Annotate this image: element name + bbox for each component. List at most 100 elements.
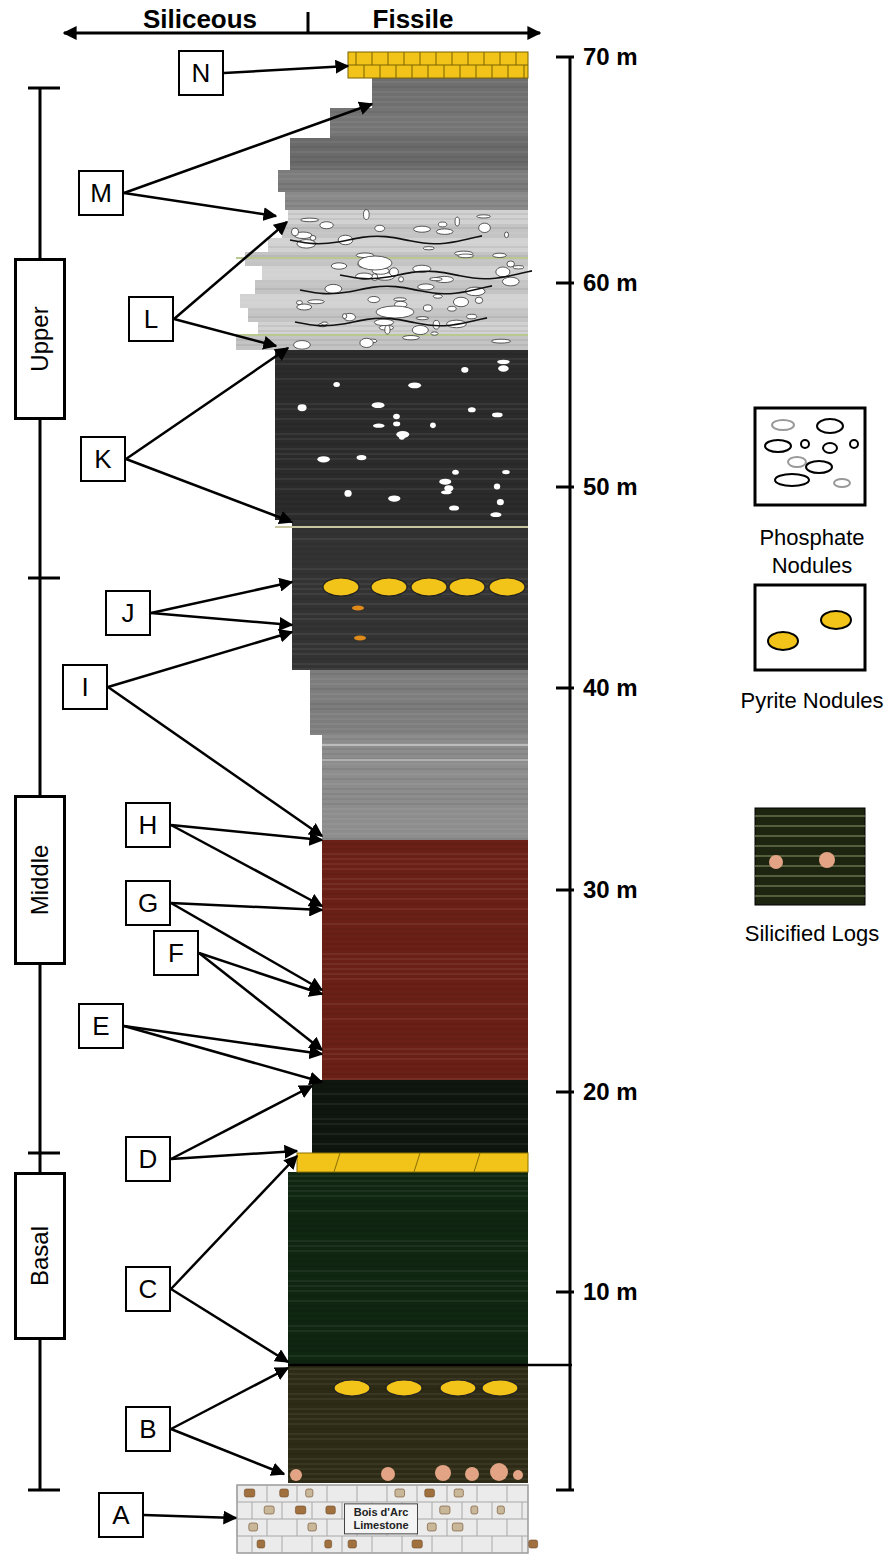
bedding-line [288,1419,528,1420]
marker-bed [322,759,528,761]
bedding-line [322,774,528,775]
callout-box: F [153,930,199,976]
fossil-fragment [348,1540,356,1548]
bedding-line [292,549,528,550]
bedding-line [288,1326,528,1327]
phosphate-nodule [448,306,457,311]
node-text: Upper [27,306,53,371]
limestone-line [507,1519,508,1536]
bedding-line [275,489,528,490]
bedding-line [236,345,528,346]
bedding-line [275,444,528,445]
silicified-log [290,1469,302,1481]
legend-nodule [801,440,809,448]
legend-log [819,852,835,868]
wavy-lamina [340,271,532,279]
bedding-line [322,809,528,810]
bedding-line [312,1084,528,1085]
bedding-line [322,749,528,750]
fossil-fragment [280,1489,289,1497]
bedding-line [275,359,528,360]
bedding-line [282,233,528,234]
bedding-line [290,167,528,168]
bedding-line [322,1009,528,1010]
bedding-line [310,684,528,685]
bedding-line [322,759,528,760]
pyrite-nodule [371,578,407,596]
bedding-line [322,894,528,895]
fossil-fragment [308,1523,316,1531]
phosphate-nodule [321,322,328,325]
bedding-line [372,87,528,88]
limestone-line [237,1519,238,1536]
rock-layer [236,336,528,350]
phosphate-nodule [430,423,436,429]
pyrite-nodule [323,578,359,596]
bedding-line [240,298,528,299]
bedding-line [322,834,528,835]
direction-arrow [64,32,540,35]
bedding-line [275,399,528,400]
callout-box: I [62,664,108,710]
fossil-fragment [452,1523,463,1531]
leader-arrow [174,222,287,319]
phosphate-nodule [320,222,333,229]
bedding-line [322,969,528,970]
legend-bedding [755,826,865,827]
silicified-log [435,1465,451,1481]
leader-arrow [144,1515,236,1518]
bedding-line [288,1186,528,1187]
bedding-line [288,1266,528,1267]
bedding-line [275,424,528,425]
leader-arrow [124,1026,322,1054]
bedding-line [275,414,528,415]
bedding-line [288,1399,528,1400]
legend-pyrite [821,611,851,629]
bedding-line [310,729,528,730]
callout-box: J [105,590,151,636]
bedding-line [288,1361,528,1362]
bedding-line [288,1379,528,1380]
phosphate-nodule [372,402,385,408]
node-text: D [139,1145,158,1174]
bedding-line [288,1176,528,1177]
node-text: E [92,1012,109,1041]
silicified-log [465,1467,479,1481]
leader-arrow [126,459,292,522]
brick-line [492,65,493,78]
bedding-line [288,1281,528,1282]
brick-line [388,52,389,65]
phosphate-nodule [375,225,385,231]
leader-arrow [171,1151,297,1159]
bedding-line [288,1256,528,1257]
leader-arrow [124,193,276,216]
bedding-line [312,1094,528,1095]
bedding-line [275,379,528,380]
rock-layer [312,1080,528,1153]
wavy-lamina [300,286,492,294]
bedding-line [322,1079,528,1080]
phosphate-nodule [388,495,400,501]
phosphate-nodule [468,407,476,412]
bedding-line [330,122,528,123]
bedding-line [322,1069,528,1070]
fossil-fragment [257,1540,265,1548]
callout-box: H [125,802,171,848]
legend-nodule [775,474,809,486]
bedding-line [288,1414,528,1415]
bedding-line [312,1109,528,1110]
axis-label: Siliceous [143,5,257,35]
bedding-line [292,554,528,555]
leader-arrow [171,825,322,906]
fossil-fragment [395,1489,405,1497]
phosphate-nodule [467,314,477,319]
bedding-line [322,889,528,890]
scale-label: 10 m [583,1278,638,1306]
bedding-line [275,429,528,430]
leader-arrow [174,319,276,346]
phosphate-nodule [461,367,468,373]
bedding-line [322,804,528,805]
phosphate-nodule [403,336,420,340]
bedding-line [258,331,528,332]
scale-bar [569,57,572,1490]
